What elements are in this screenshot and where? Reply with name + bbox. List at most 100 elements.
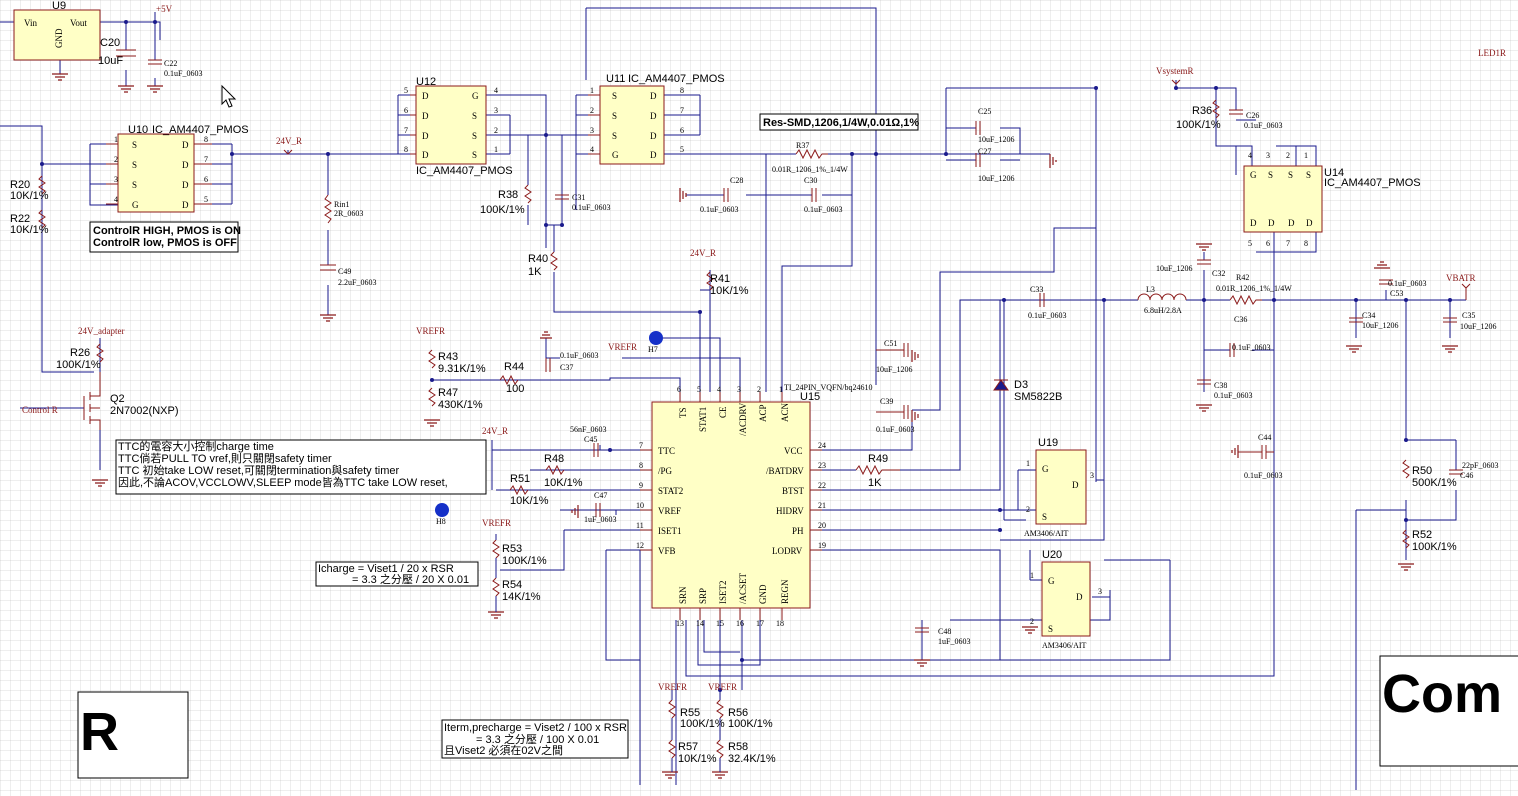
r55-resistor[interactable]: R55 100K/1%: [668, 699, 725, 730]
svg-text:3: 3: [1266, 151, 1270, 160]
svg-text:S: S: [1042, 512, 1047, 522]
title-block-left-text: R: [80, 702, 119, 762]
svg-text:S: S: [612, 131, 617, 141]
r51-resistor[interactable]: R51 10K/1%: [509, 473, 549, 507]
r57-resistor[interactable]: R57 10K/1%: [668, 739, 717, 765]
svg-text:C20: C20: [100, 37, 120, 49]
svg-text:13: 13: [676, 619, 684, 628]
u19-nmos[interactable]: U19 AM3406/AIT G D S 1 3 2: [1024, 437, 1094, 538]
u14-pmos[interactable]: U14 IC_AM4407_PMOS G S S S D D D D 4 3 2…: [1243, 151, 1421, 248]
r38-resistor[interactable]: R38 100K/1%: [480, 184, 532, 216]
svg-text:0.1uF_0603: 0.1uF_0603: [1244, 471, 1282, 480]
c53-cap[interactable]: 0.1uF_0603 C53: [1379, 279, 1426, 298]
c51-cap[interactable]: C51 10uF_1206: [876, 339, 912, 374]
q2-nmos[interactable]: Q2 2N7002(NXP): [83, 372, 178, 430]
c44-cap[interactable]: C44 0.1uF_0603: [1238, 433, 1282, 480]
svg-text:0.1uF_0603: 0.1uF_0603: [572, 203, 610, 212]
c37-cap[interactable]: 0.1uF_0603 C37: [545, 351, 598, 372]
r37-resistor[interactable]: R37 0.01R_1206_1%_1/4W: [772, 141, 848, 174]
svg-text:S: S: [132, 140, 137, 150]
u20-nmos[interactable]: U20 AM3406/AIT G D S 1 3 2: [1030, 549, 1102, 650]
r40-resistor[interactable]: R40 1K: [528, 251, 558, 278]
c46-cap[interactable]: 22pF_0603 C46: [1449, 461, 1498, 480]
svg-text:ISET2: ISET2: [718, 581, 728, 605]
c32-cap[interactable]: C32 10uF_1206: [1156, 259, 1225, 278]
svg-text:D: D: [422, 111, 429, 121]
svg-text:D: D: [422, 131, 429, 141]
svg-text:C39: C39: [880, 397, 893, 406]
c26-cap[interactable]: C26 0.1uF_0603: [1229, 109, 1282, 130]
c47-cap[interactable]: C47 1uF_0603: [584, 491, 616, 524]
c36-cap[interactable]: C36 0.1uF_0603: [1229, 315, 1270, 357]
c20-cap[interactable]: C20 10uF: [98, 37, 136, 67]
res-smd-note: Res-SMD,1206,1/4W,0.01Ω,1%: [763, 117, 919, 129]
u10-pmos[interactable]: U10 IC_AM4407_PMOS S S S G D D D D 1 2 3…: [106, 124, 249, 213]
c35-cap[interactable]: C35 10uF_1206: [1443, 311, 1496, 331]
r55-r58-wires: [671, 690, 721, 772]
u15-charger-ic[interactable]: TI_24PIN_VQFN/bq24610 U15 TS STAT1 CE /A…: [636, 383, 872, 628]
u11-pmos[interactable]: U11 IC_AM4407_PMOS S S S G D D D D 1 2 3…: [588, 73, 725, 165]
r53-resistor[interactable]: R53 100K/1%: [492, 539, 547, 567]
r43-resistor[interactable]: R43 9.31K/1%: [428, 349, 486, 375]
l3-inductor[interactable]: L3 6.8uH/2.8A: [1137, 285, 1187, 315]
r20-resistor[interactable]: R20 10K/1%: [10, 175, 49, 202]
r49-resistor[interactable]: R49 1K: [855, 453, 900, 489]
r44-resistor[interactable]: R44 100: [499, 361, 524, 395]
svg-text:2: 2: [1030, 617, 1034, 626]
svg-text:1uF_0603: 1uF_0603: [938, 637, 970, 646]
r41-resistor[interactable]: R41 10K/1%: [706, 271, 749, 297]
c45-cap[interactable]: 56nF_0603 C45: [570, 425, 606, 457]
svg-text:C48: C48: [938, 627, 951, 636]
svg-text:R26: R26: [70, 347, 90, 359]
svg-text:2: 2: [1286, 151, 1290, 160]
d3-schottky-diode[interactable]: D3 SM5822B: [993, 379, 1062, 403]
c30-cap[interactable]: C30 0.1uF_0603: [804, 176, 842, 214]
svg-text:430K/1%: 430K/1%: [438, 399, 483, 411]
svg-text:C35: C35: [1462, 311, 1475, 320]
svg-text:G: G: [1042, 464, 1049, 474]
svg-text:TS: TS: [678, 407, 688, 418]
svg-text:Q2: Q2: [110, 393, 125, 405]
svg-text:SRN: SRN: [678, 586, 688, 604]
svg-text:ACP: ACP: [758, 404, 768, 422]
r54-resistor[interactable]: R54 14K/1%: [492, 577, 541, 603]
svg-text:D: D: [650, 111, 657, 121]
c39-cap[interactable]: C39 0.1uF_0603: [876, 397, 914, 434]
u12-pmos[interactable]: U12 IC_AM4407_PMOS D D D D G S S S 5 6 7…: [404, 76, 513, 177]
svg-text:1uF_0603: 1uF_0603: [584, 515, 616, 524]
svg-text:23: 23: [818, 461, 826, 470]
svg-text:U11: U11: [606, 73, 625, 85]
svg-text:C44: C44: [1258, 433, 1271, 442]
r56-resistor[interactable]: R56 100K/1%: [716, 699, 773, 730]
u9-pin-gnd: GND: [54, 28, 64, 48]
rin1-resistor[interactable]: Rin1 2R_0603: [324, 194, 363, 224]
r22-resistor[interactable]: R22 10K/1%: [10, 209, 49, 236]
r52-resistor[interactable]: R52 100K/1%: [1402, 529, 1457, 553]
c33-cap[interactable]: C33 0.1uF_0603: [1028, 285, 1066, 320]
c28-cap[interactable]: C28 0.1uF_0603: [700, 176, 743, 214]
c31-cap[interactable]: C31 0.1uF_0603: [555, 193, 610, 212]
svg-text:S: S: [472, 131, 477, 141]
svg-text:24: 24: [818, 441, 826, 450]
svg-text:D: D: [1268, 218, 1275, 228]
svg-text:6: 6: [677, 385, 681, 394]
c25-cap[interactable]: C25 10uF_1206: [975, 107, 1014, 144]
r26-resistor[interactable]: R26 100K/1%: [56, 343, 104, 371]
r42-resistor[interactable]: R42 0.01R_1206_1%_1/4W: [1216, 273, 1292, 306]
r47-resistor[interactable]: R47 430K/1%: [428, 387, 483, 411]
c34-cap[interactable]: C34 10uF_1206: [1349, 311, 1398, 330]
u15-right-pins: VCC /BATDRV BTST HIDRV PH LODRV 24 23 22…: [766, 441, 826, 556]
c22-cap[interactable]: C22 0.1uF_0603: [148, 59, 202, 78]
r58-resistor[interactable]: R58 32.4K/1%: [716, 739, 776, 765]
u9-regulator[interactable]: Vin Vout GND U9: [13, 0, 101, 61]
svg-text:S: S: [1306, 170, 1311, 180]
net-arrow: [1171, 79, 1181, 85]
svg-text:TTC倘若PULL TO vref,則只關閉safety t: TTC倘若PULL TO vref,則只關閉safety timer: [118, 452, 332, 465]
r48-resistor[interactable]: R48 10K/1%: [544, 453, 583, 489]
c27-cap[interactable]: C27 10uF_1206: [975, 147, 1014, 183]
c48-cap[interactable]: C48 1uF_0603: [915, 627, 970, 646]
r36-resistor[interactable]: R36 100K/1%: [1176, 99, 1221, 131]
c38-cap[interactable]: C38 0.1uF_0603: [1197, 379, 1252, 400]
c49-cap[interactable]: C49 2.2uF_0603: [320, 264, 376, 287]
r50-resistor[interactable]: R50 500K/1%: [1402, 459, 1457, 489]
